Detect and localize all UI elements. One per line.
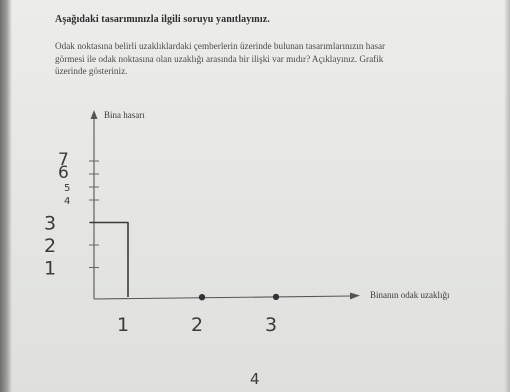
y-tick-label: 1 bbox=[44, 258, 56, 280]
question-line: görmesi ile odak noktasına olan uzaklığı… bbox=[55, 53, 384, 64]
x-axis bbox=[93, 295, 353, 300]
series-line bbox=[90, 221, 129, 297]
question-line: Odak noktasına belirli uzaklıklardaki çe… bbox=[55, 41, 386, 51]
x-axis-label: Binanın odak uzaklığı bbox=[370, 290, 450, 300]
y-tick-label: 2 bbox=[44, 235, 56, 257]
page-edge-shadow bbox=[504, 0, 510, 392]
y-tick-label: 6 bbox=[58, 163, 69, 183]
data-point bbox=[198, 294, 206, 301]
data-point bbox=[272, 293, 280, 301]
y-tick-label: 5 bbox=[64, 183, 70, 194]
x-tick-label: 2 bbox=[191, 314, 203, 336]
y-tick-label: 3 bbox=[44, 213, 56, 235]
y-axis-arrow bbox=[90, 110, 98, 119]
question-text: Odak noktasına belirli uzaklıklardaki çe… bbox=[55, 40, 485, 78]
y-axis-label: Bina hasarı bbox=[104, 110, 145, 120]
series-marks bbox=[90, 221, 280, 301]
instruction-heading: Aşağıdaki tasarımınızla ilgili soruyu ya… bbox=[55, 14, 270, 25]
question-line: üzerinde gösteriniz. bbox=[55, 66, 128, 76]
x-ticks: 1 2 3 bbox=[117, 314, 277, 336]
x-tick-label: 1 bbox=[117, 314, 129, 336]
binding-shadow bbox=[0, 0, 12, 392]
y-tick-label: 4 bbox=[64, 196, 70, 207]
y-tick-label: 7 bbox=[58, 150, 69, 170]
x-tick-label: 3 bbox=[265, 314, 277, 336]
page-number: 4 bbox=[250, 370, 260, 388]
x-axis-arrow bbox=[350, 292, 360, 300]
